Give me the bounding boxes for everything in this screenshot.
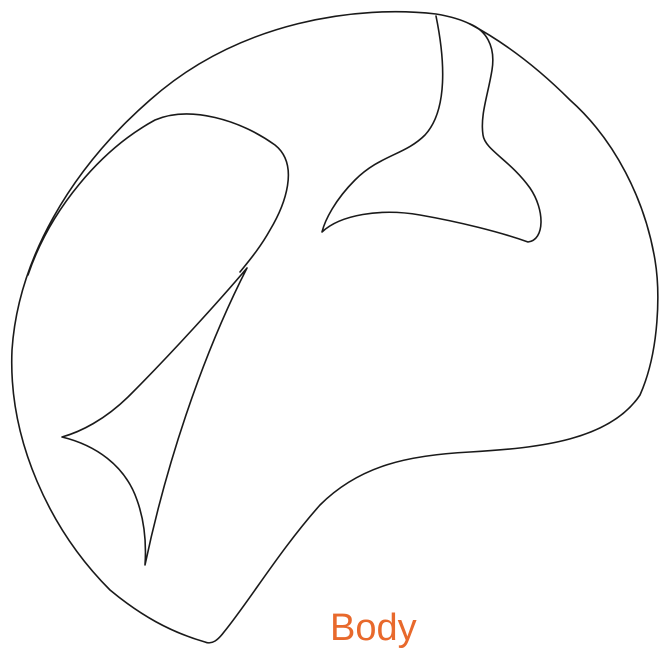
upper-right-fin	[322, 16, 541, 242]
lower-left-fin	[62, 268, 247, 565]
body-label: Body	[330, 606, 417, 650]
outer-body-outline	[12, 12, 658, 643]
